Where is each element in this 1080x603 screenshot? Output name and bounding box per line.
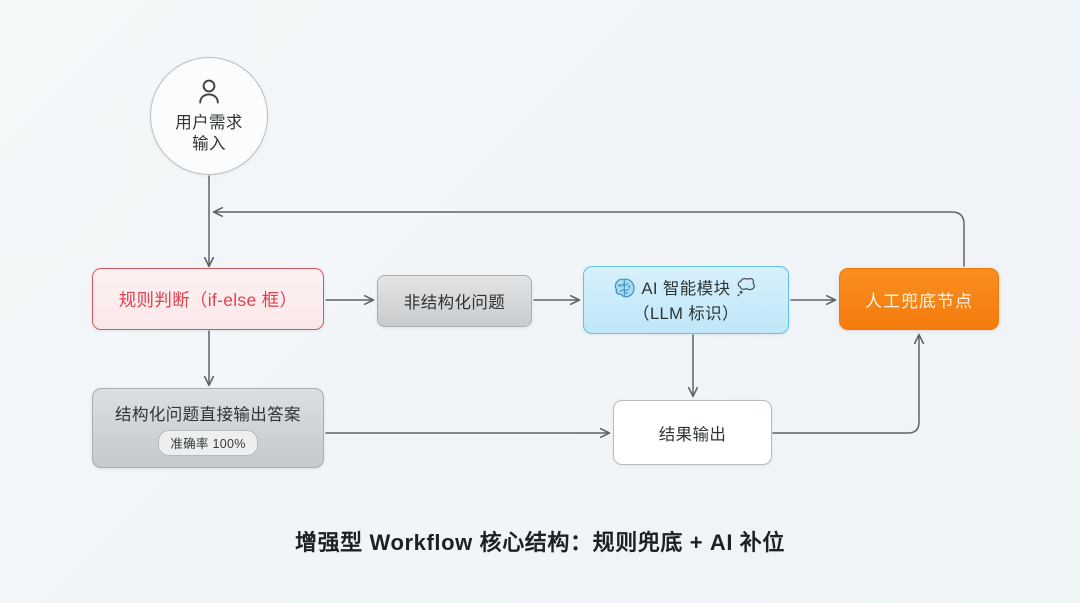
- node-structured-direct-answer[interactable]: 结构化问题直接输出答案 准确率 100%: [92, 388, 324, 468]
- node-human-label: 人工兜底节点: [865, 291, 973, 311]
- node-human-fallback[interactable]: 人工兜底节点: [839, 268, 999, 330]
- node-result-output[interactable]: 结果输出: [613, 400, 772, 465]
- diagram-caption: 增强型 Workflow 核心结构：规则兜底 + AI 补位: [294, 530, 785, 555]
- thought-bubble-icon: [735, 276, 759, 305]
- edge-result-to-human: [772, 335, 919, 434]
- edge-human-feedback-to-input: [214, 212, 965, 267]
- node-ai-module[interactable]: AI 智能模块 （LLM 标识）: [583, 266, 789, 334]
- brain-icon: [613, 277, 637, 304]
- node-ai-label: AI 智能模块: [641, 280, 731, 299]
- node-unstructured-question[interactable]: 非结构化问题: [377, 275, 532, 327]
- node-rule-label: 规则判断（if-else 框）: [118, 289, 298, 310]
- node-user-request-input[interactable]: 用户需求 输入: [150, 57, 268, 175]
- node-rule-judgement[interactable]: 规则判断（if-else 框）: [92, 268, 324, 330]
- node-result-label: 结果输出: [658, 425, 727, 444]
- node-structured-label: 结构化问题直接输出答案: [115, 405, 301, 424]
- person-icon: [196, 78, 222, 111]
- node-ai-first-line: AI 智能模块: [613, 276, 760, 305]
- node-unstructured-label: 非结构化问题: [403, 294, 506, 312]
- node-user-label: 用户需求 输入: [175, 114, 243, 153]
- node-ai-label-secondary: （LLM 标识）: [633, 304, 739, 323]
- accuracy-badge: 准确率 100%: [158, 429, 258, 456]
